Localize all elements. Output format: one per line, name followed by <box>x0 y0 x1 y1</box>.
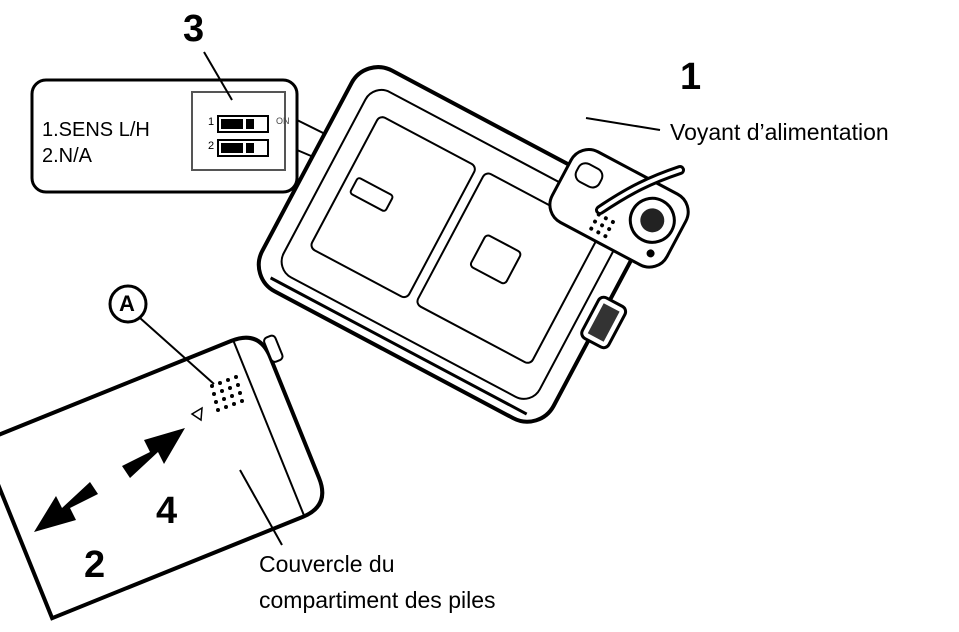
step-number-3: 3 <box>183 8 205 50</box>
leader-1 <box>585 117 661 131</box>
dip-item-1: 1.SENS L/H <box>42 119 150 141</box>
power-led <box>646 249 655 258</box>
svg-text:ON: ON <box>276 116 290 126</box>
dip-item-2: 2.N/A <box>42 145 93 167</box>
dip-switch-2-number: 2 <box>208 140 215 152</box>
power-led-label: Voyant d’alimentation <box>670 119 889 145</box>
step-number-1: 1 <box>680 56 702 98</box>
device-body <box>256 65 690 424</box>
leader-3 <box>203 51 233 101</box>
step-number-2: 2 <box>84 544 106 586</box>
battery-cover-label-line2: compartiment des piles <box>259 587 496 613</box>
marker-a-circle <box>108 284 148 324</box>
battery-cover-label-line1: Couvercle du <box>259 551 395 577</box>
step-number-4: 4 <box>156 490 178 532</box>
grip-dots <box>210 375 244 412</box>
marker-a: A <box>119 291 135 316</box>
dip-switch-1-number: 1 <box>208 116 215 128</box>
arrow-insert <box>122 428 185 478</box>
battery-cover <box>0 334 325 621</box>
arrow-remove <box>34 482 98 532</box>
leader-cover <box>239 469 283 546</box>
